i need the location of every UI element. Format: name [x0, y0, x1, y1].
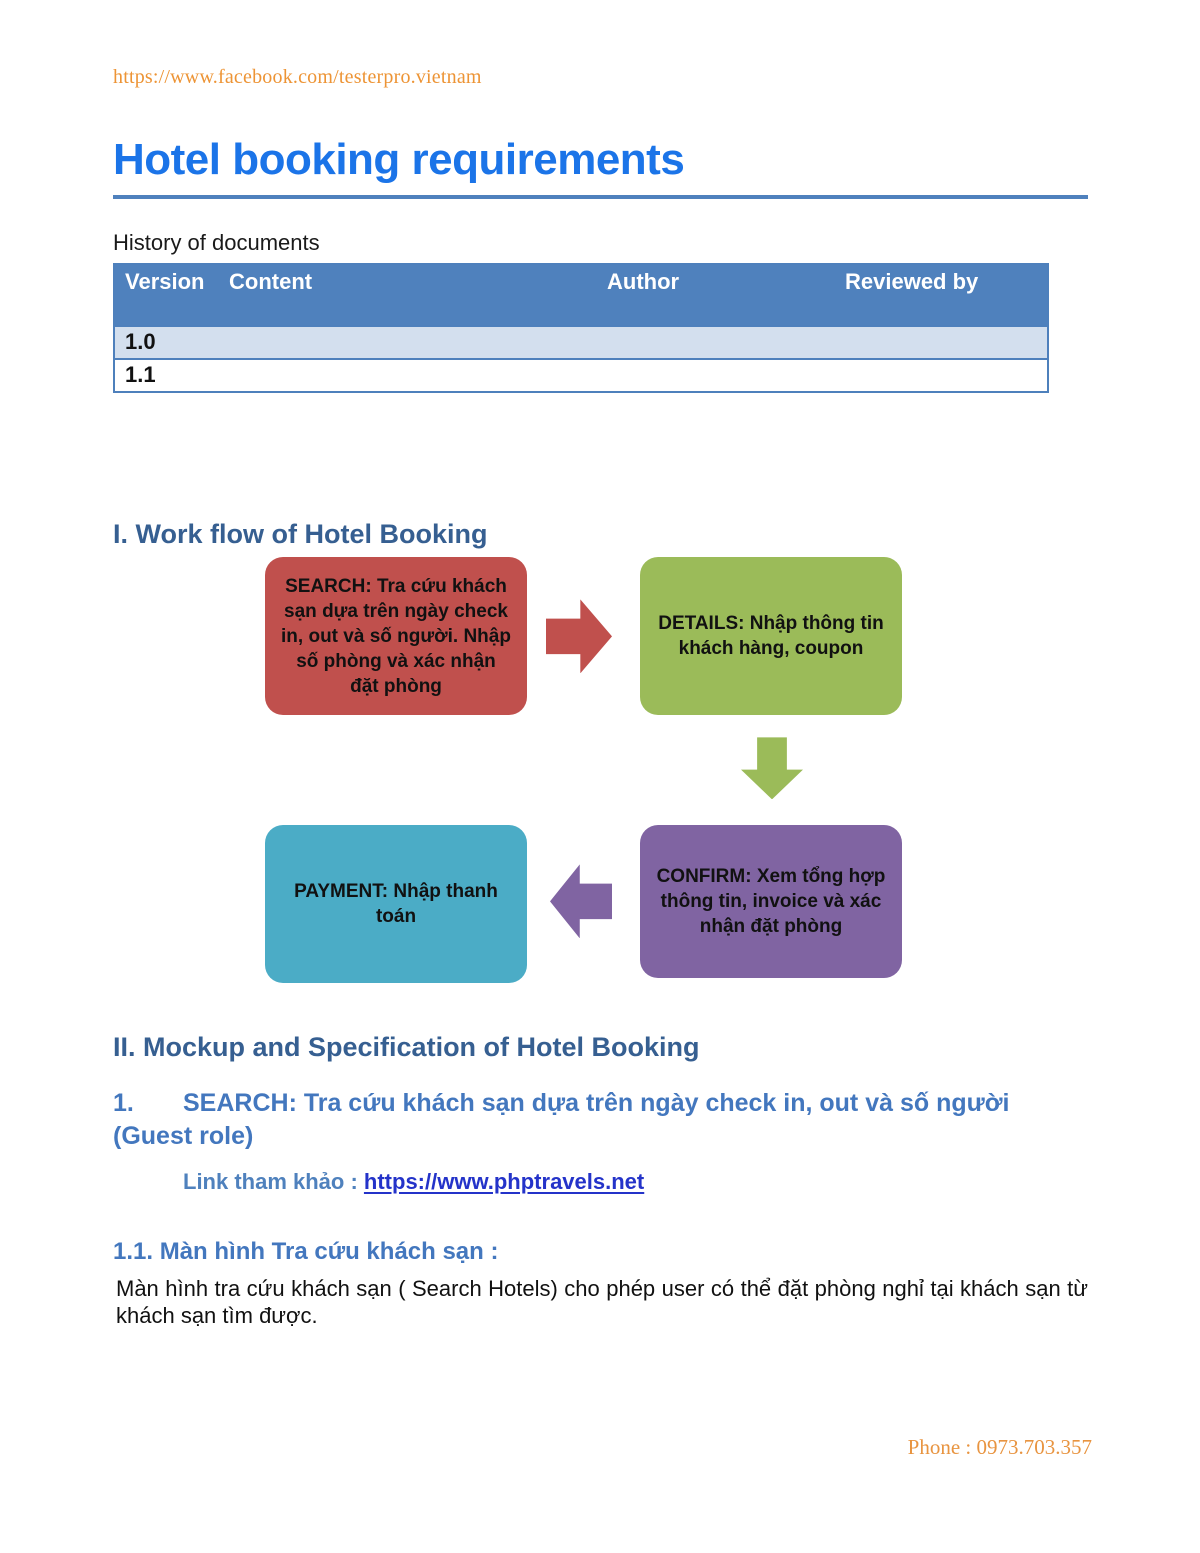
search-screen-description: Màn hình tra cứu khách sạn ( Search Hote… [116, 1276, 1088, 1329]
cell-reviewed-by [835, 325, 1048, 359]
right-arrow-icon [546, 599, 612, 674]
heading-number: 1. [113, 1088, 134, 1117]
subsection-heading-1-search: 1.SEARCH: Tra cứu khách sạn dựa trên ngà… [113, 1087, 1088, 1154]
down-arrow-icon [741, 737, 803, 800]
left-arrow-icon [550, 864, 612, 939]
table-row: 1.0 [114, 325, 1048, 359]
column-header-version: Version [114, 264, 219, 326]
flow-node-confirm: CONFIRM: Xem tổng hợp thông tin, invoice… [640, 825, 902, 979]
reference-link-label: Link tham khảo : [183, 1169, 358, 1195]
flow-node-payment: PAYMENT: Nhập thanh toán [265, 825, 527, 984]
history-table-header-row: Version Content Author Reviewed by [114, 264, 1048, 326]
flow-node-details: DETAILS: Nhập thông tin khách hàng, coup… [640, 557, 902, 716]
history-of-documents-label: History of documents [113, 230, 320, 255]
history-table: Version Content Author Reviewed by 1.0 1… [113, 263, 1049, 393]
column-header-content: Content [219, 264, 597, 326]
facebook-header-link: https://www.facebook.com/testerpro.vietn… [113, 66, 482, 88]
document-title: Hotel booking requirements [113, 138, 1088, 199]
cell-author [597, 325, 835, 359]
subsection-heading-1-1: 1.1. Màn hình Tra cứu khách sạn : [113, 1238, 499, 1266]
reference-link-line: Link tham khảo : https://www.phptravels.… [183, 1169, 1087, 1195]
column-header-author: Author [597, 264, 835, 326]
footer-phone: Phone : 0973.703.357 [907, 1435, 1092, 1459]
cell-version: 1.0 [114, 325, 219, 359]
cell-reviewed-by [835, 358, 1048, 392]
section-heading-workflow: I. Work flow of Hotel Booking [113, 519, 488, 549]
cell-content [219, 325, 597, 359]
cell-version: 1.1 [114, 358, 219, 392]
section-heading-mockup: II. Mockup and Specification of Hotel Bo… [113, 1032, 700, 1063]
cell-content [219, 358, 597, 392]
workflow-diagram: SEARCH: Tra cứu khách sạn dựa trên ngày … [113, 557, 1088, 984]
flow-node-search: SEARCH: Tra cứu khách sạn dựa trên ngày … [265, 557, 527, 716]
phptravels-hyperlink[interactable]: https://www.phptravels.net [363, 1169, 645, 1195]
heading-text: SEARCH: Tra cứu khách sạn dựa trên ngày … [113, 1088, 1010, 1150]
table-row: 1.1 [114, 358, 1048, 392]
cell-author [597, 358, 835, 392]
column-header-reviewed-by: Reviewed by [835, 264, 1048, 326]
